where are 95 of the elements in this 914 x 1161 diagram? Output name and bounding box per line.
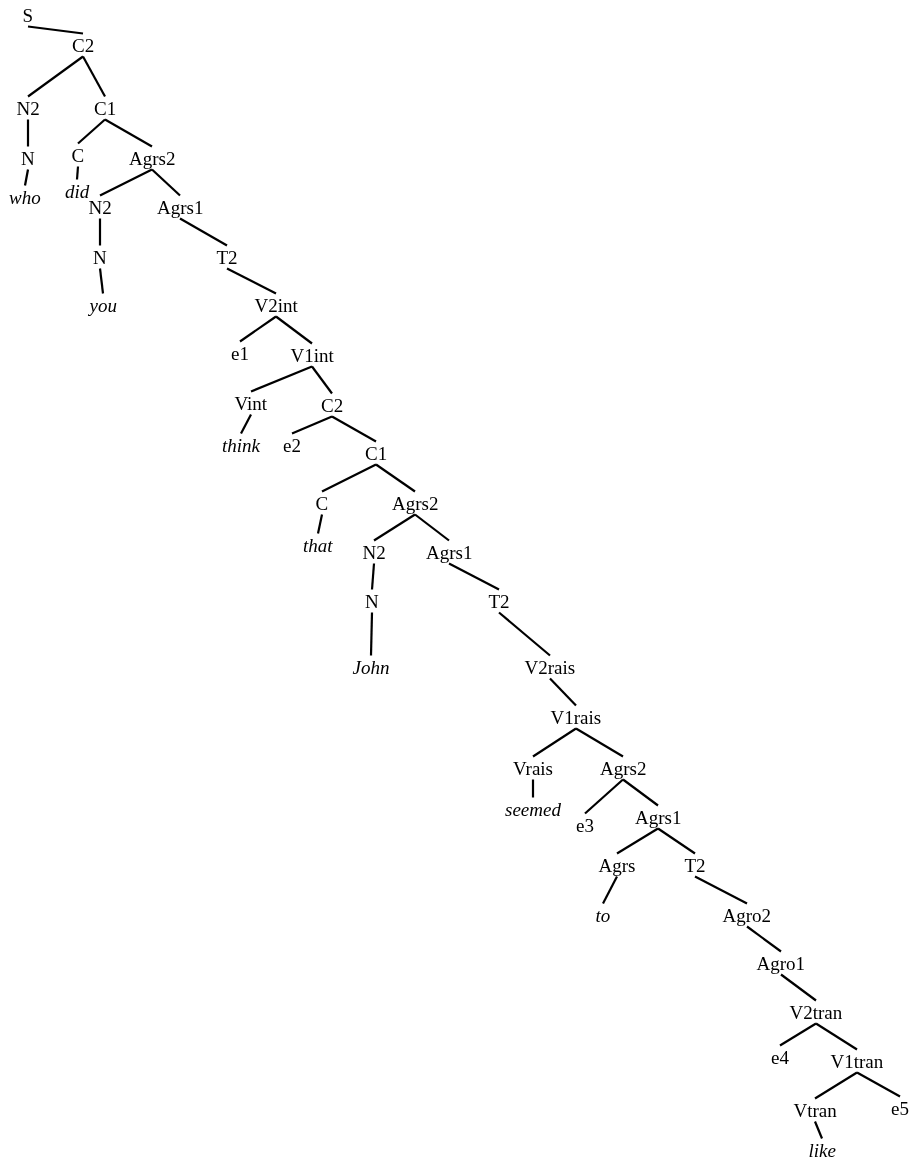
tree-branch: [27, 25, 84, 35]
category-label: Agrs1: [635, 806, 682, 828]
category-label: N2: [16, 97, 40, 119]
category-label: V2rais: [524, 656, 576, 678]
terminal-word: who: [9, 186, 41, 208]
tree-branch: [23, 169, 30, 186]
category-label: V1int: [290, 344, 334, 366]
tree-branch: [321, 463, 377, 493]
tree-branch: [82, 55, 106, 98]
tree-branch: [414, 513, 450, 542]
tree-branch: [151, 168, 181, 197]
category-label: S: [22, 4, 34, 26]
tree-branch: [179, 217, 228, 247]
tree-branch: [77, 118, 106, 145]
category-label: C1: [94, 97, 117, 119]
terminal-word: that: [303, 534, 333, 556]
category-label: V2int: [254, 294, 298, 316]
category-label: e4: [771, 1046, 789, 1068]
category-label: V1rais: [550, 706, 602, 728]
tree-branch: [275, 315, 313, 345]
category-label: V2tran: [789, 1001, 843, 1023]
tree-branch: [856, 1071, 901, 1098]
tree-branch: [26, 119, 30, 147]
tree-branch: [375, 463, 416, 493]
category-label: e2: [283, 434, 301, 456]
tree-branch: [815, 1022, 858, 1051]
category-label: C1: [365, 442, 388, 464]
tree-branch: [369, 612, 374, 656]
category-label: Agro1: [756, 952, 806, 974]
tree-branch: [370, 563, 376, 590]
tree-branch: [746, 925, 782, 953]
terminal-word: to: [595, 904, 611, 926]
category-label: Agrs: [598, 854, 636, 876]
tree-branch: [373, 513, 416, 542]
terminal-word: you: [89, 294, 117, 316]
category-label: V1tran: [830, 1050, 884, 1072]
tree-branch: [814, 1071, 858, 1100]
category-label: C2: [321, 394, 344, 416]
tree-branch: [104, 118, 153, 148]
terminal-word: did: [65, 180, 90, 202]
tree-branch: [622, 778, 659, 807]
tree-branch: [75, 166, 80, 180]
tree-branch: [657, 827, 696, 855]
terminal-word: like: [808, 1139, 836, 1161]
category-label: e3: [576, 814, 594, 836]
terminal-word: seemed: [505, 798, 561, 820]
category-label: e5: [891, 1097, 909, 1119]
tree-branch: [575, 727, 624, 758]
tree-branch: [226, 267, 277, 295]
tree-branch: [448, 562, 500, 591]
category-label: N2: [88, 196, 112, 218]
tree-branch: [239, 315, 277, 343]
tree-branch: [531, 779, 535, 798]
category-label: Agro2: [722, 904, 772, 926]
tree-branch: [694, 875, 748, 905]
category-label: Agrs2: [129, 147, 176, 169]
tree-branch: [311, 365, 333, 395]
category-label: Agrs1: [157, 196, 204, 218]
category-label: Agrs2: [600, 757, 647, 779]
tree-branch: [549, 677, 577, 707]
tree-branch: [99, 168, 153, 197]
tree-branch: [316, 514, 324, 534]
category-label: T2: [684, 854, 706, 876]
category-label: Vtran: [793, 1099, 837, 1121]
category-label: C2: [72, 34, 95, 56]
tree-branch: [240, 414, 252, 434]
tree-branch: [780, 973, 817, 1002]
terminal-word: think: [222, 434, 260, 456]
tree-branch: [532, 727, 577, 758]
tree-branch: [98, 268, 105, 294]
tree-branch: [291, 415, 333, 435]
category-label: N: [21, 147, 35, 169]
tree-branch: [584, 778, 624, 815]
tree-branch: [98, 218, 102, 246]
category-label: Agrs1: [426, 541, 473, 563]
category-label: C: [315, 492, 329, 514]
category-label: T2: [216, 246, 238, 268]
tree-branch: [250, 365, 313, 393]
category-label: N: [93, 246, 107, 268]
tree-branch: [814, 1121, 823, 1139]
category-label: N2: [362, 541, 386, 563]
tree-branch: [602, 876, 618, 904]
tree-branch: [616, 827, 659, 855]
category-label: C: [71, 144, 85, 166]
category-label: T2: [488, 590, 510, 612]
tree-branch: [498, 611, 551, 657]
category-label: Vint: [234, 392, 268, 414]
category-label: Agrs2: [392, 492, 439, 514]
category-label: e1: [231, 342, 249, 364]
category-label: N: [365, 590, 379, 612]
tree-branch: [331, 415, 377, 443]
category-label: Vrais: [513, 757, 553, 779]
tree-branch: [779, 1022, 817, 1047]
terminal-word: John: [352, 656, 390, 678]
tree-branch: [27, 55, 84, 98]
